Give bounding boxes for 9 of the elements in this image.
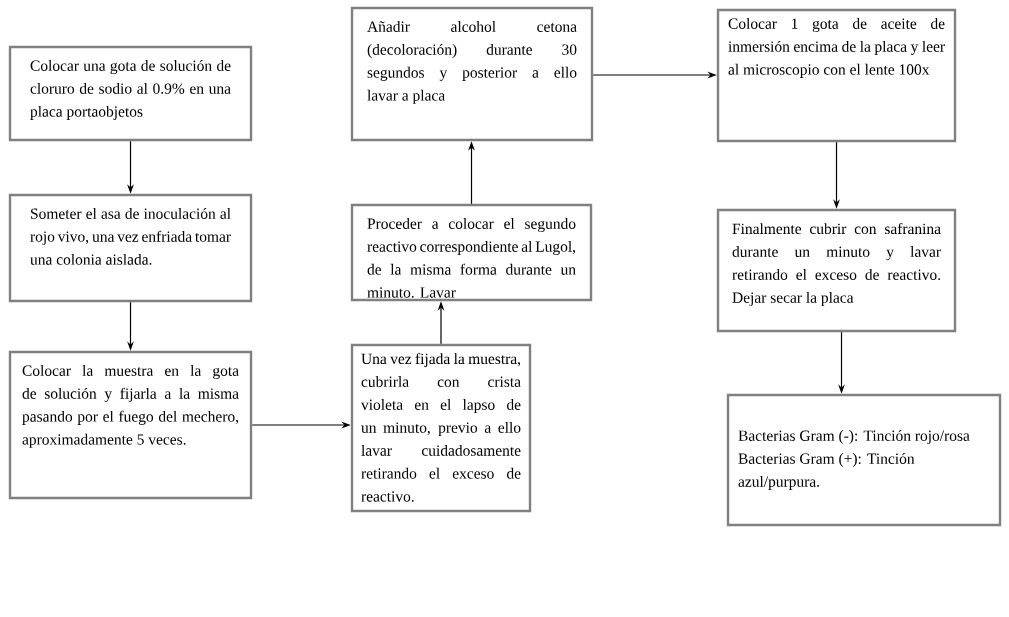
step-box: Finalmente cubrir con safranina durante un minuto y lavar retirando el exceso de reactivo. Dejar secar la placa <box>716 208 957 333</box>
step-box: Bacterias Gram (-): Tinción rojo/rosa Bacterias Gram (+): Tinción azul/purpura. <box>726 393 1002 527</box>
step-box: Colocar la muestra en la gota de solución y fijarla a la misma pasando por el fuego del mechero, aproximadamente 5 veces. <box>8 350 253 500</box>
step-box: Someter el asa de inoculación al rojo vivo, una vez enfriada tomar una colonia aislada. <box>8 193 253 303</box>
step-box: Proceder a colocar el segundo reactivo correspondiente al Lugol, de la misma forma durante un minuto. Lavar <box>350 203 593 302</box>
step-box: Una vez fijada la muestra, cubrirla con crista violeta en el lapso de un minuto, previo a ello lavar cuidadosamente retirando el exceso de reactivo. <box>350 343 532 513</box>
step-box: Colocar 1 gota de aceite de inmersión encima de la placa y leer al microscopio con el lente 100x <box>716 8 957 143</box>
step-box: Colocar una gota de solución de cloruro de sodio al 0.9% en una placa portaobjetos <box>8 45 253 142</box>
step-box: Añadir alcohol cetona (decoloración) durante 30 segundos y posterior a ello lavar a placa <box>350 6 594 142</box>
